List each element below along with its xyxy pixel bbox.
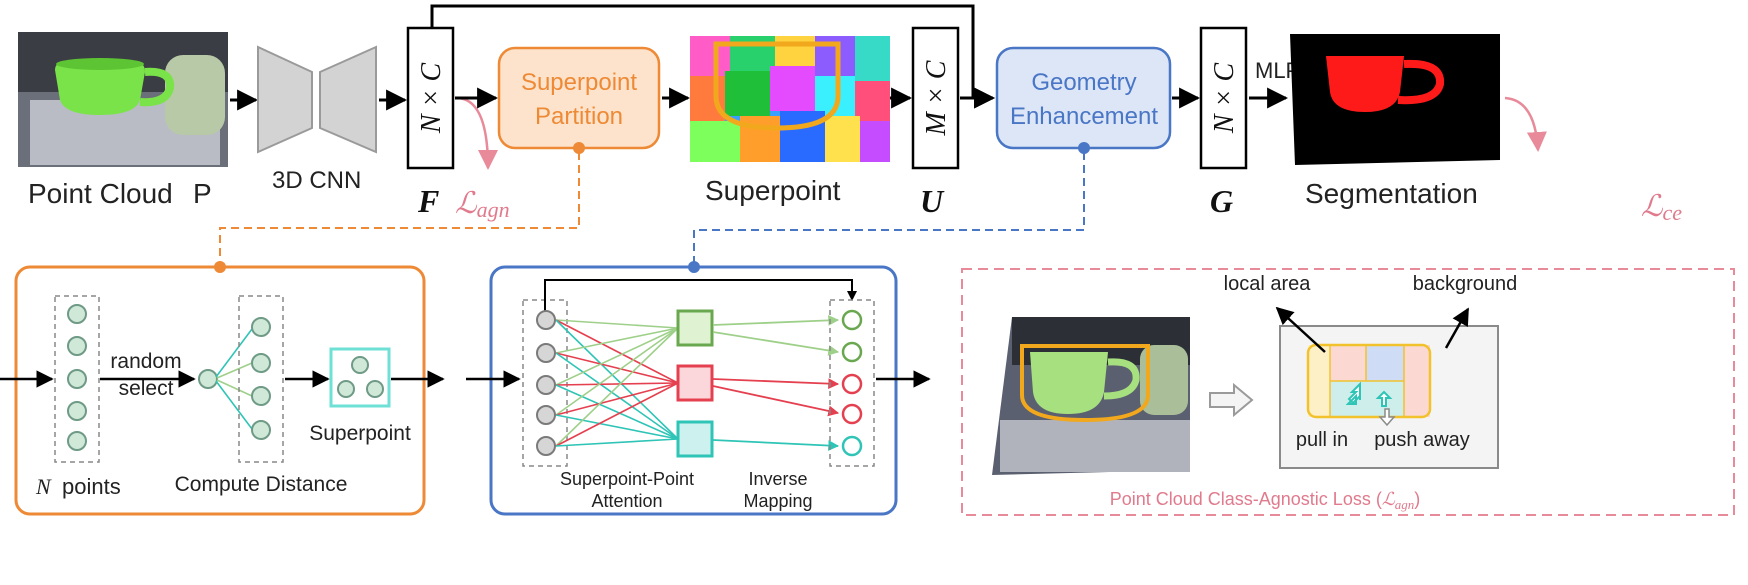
segmentation-image [1290,34,1500,165]
partition-panel-dot [214,261,226,273]
input-points-column [54,295,100,463]
cnn-block [257,45,377,154]
input-point-node [67,369,87,389]
push-away-arrow [1378,408,1396,427]
feature-F-dims: N × C [416,63,447,135]
enh-output-node [841,403,863,425]
distance-point-node [251,420,271,440]
superpoint-node-green [676,309,714,347]
cluster-node [351,356,369,374]
loss-panel-caption: Point Cloud Class-Agnostic Loss (ℒagn) [1110,489,1421,512]
attention-label-line2: Attention [591,491,662,511]
point-cloud-image [18,32,228,167]
superpoint-node-red [676,364,714,402]
feature-G-symbol: G [1210,183,1233,219]
geometry-enhancement-box [995,46,1172,150]
local-area-grid [1306,343,1432,419]
background-label: background [1413,273,1518,295]
loss-pointcloud-image [992,317,1190,475]
enh-input-node [536,375,556,395]
compute-distance-label: Compute Distance [175,473,348,496]
cnn-label: 3D CNN [272,167,361,194]
local-area-label: local area [1224,273,1312,295]
points-label: points [62,474,121,499]
enhancement-dashed-connector [693,152,1085,264]
selected-point-node [198,369,218,389]
pull-in-arrows [1345,381,1393,407]
enh-input-node [536,343,556,363]
input-point-node [67,401,87,421]
enhancement-connector-dot [1078,142,1090,154]
local-area-pointer [1275,306,1326,353]
n-points-symbol: N [35,474,52,499]
inverse-label-line1: Inverse [748,469,807,489]
hollow-right-arrow [1209,382,1254,418]
input-point-node [67,304,87,324]
distance-points-column [238,295,284,463]
feature-U-dims: M × C [921,60,952,136]
loss-panel [961,268,1735,516]
superpoint-image [690,36,890,162]
distance-point-nodes [251,317,271,440]
cluster-node [366,380,384,398]
superpoint-partition-box [497,46,661,150]
feature-F-box [406,26,455,170]
inverse-label-line2: Mapping [743,491,812,511]
superpoint-node-teal [676,420,714,458]
enhancement-panel-dot [688,261,700,273]
enh-output-node [841,373,863,395]
feature-G-box [1199,26,1248,170]
enh-input-node [536,405,556,425]
enh-output-nodes [841,309,863,457]
distance-point-node [251,353,271,373]
enh-output-node [841,341,863,363]
feature-U-symbol: U [920,183,945,219]
attention-lines [555,319,679,447]
inverse-mapping-lines [712,314,840,451]
input-point-node [67,336,87,356]
superpoint-cluster-nodes [337,356,384,398]
superpoint-label: Superpoint [705,175,841,206]
superpoint-partition-line1: Superpoint [521,69,637,96]
loss-ce-arrow [1504,96,1547,152]
superpoint-partition-line2: Partition [535,103,623,130]
distance-point-node [251,317,271,337]
input-point-node [67,431,87,451]
point-cloud-symbol: P [193,178,212,209]
random-select-line2: select [119,377,174,400]
enh-skip-arrow [544,279,857,320]
enh-output-node [841,435,863,457]
feature-U-box [911,26,960,170]
loss-agn-arrow [457,96,498,170]
enh-input-node [536,310,556,330]
random-select-line1: random [110,350,181,373]
geometry-enhancement-line2: Enhancement [1010,103,1158,130]
background-pointer [1444,307,1470,349]
enh-output-node [841,309,863,331]
enh-input-nodes [536,310,556,456]
loss-ce-label: ℒce [1641,190,1682,225]
point-cloud-label: Point Cloud [28,178,173,209]
feature-F-symbol: F [417,183,439,219]
segmentation-label: Segmentation [1305,178,1478,209]
input-point-nodes [67,304,87,451]
push-away-label: push away [1374,429,1470,451]
pull-in-label: pull in [1296,429,1348,451]
distance-lines [215,328,253,430]
cluster-node [337,380,355,398]
panel-superpoint-label: Superpoint [309,422,411,445]
partition-connector-dot [573,142,585,154]
distance-point-node [251,386,271,406]
geometry-enhancement-line1: Geometry [1031,69,1136,96]
enh-output-column [829,299,875,467]
enh-input-node [536,436,556,456]
attention-label-line1: Superpoint-Point [560,469,694,489]
loss-agn-label: ℒagn [455,187,510,222]
feature-G-dims: N × C [1209,63,1240,135]
